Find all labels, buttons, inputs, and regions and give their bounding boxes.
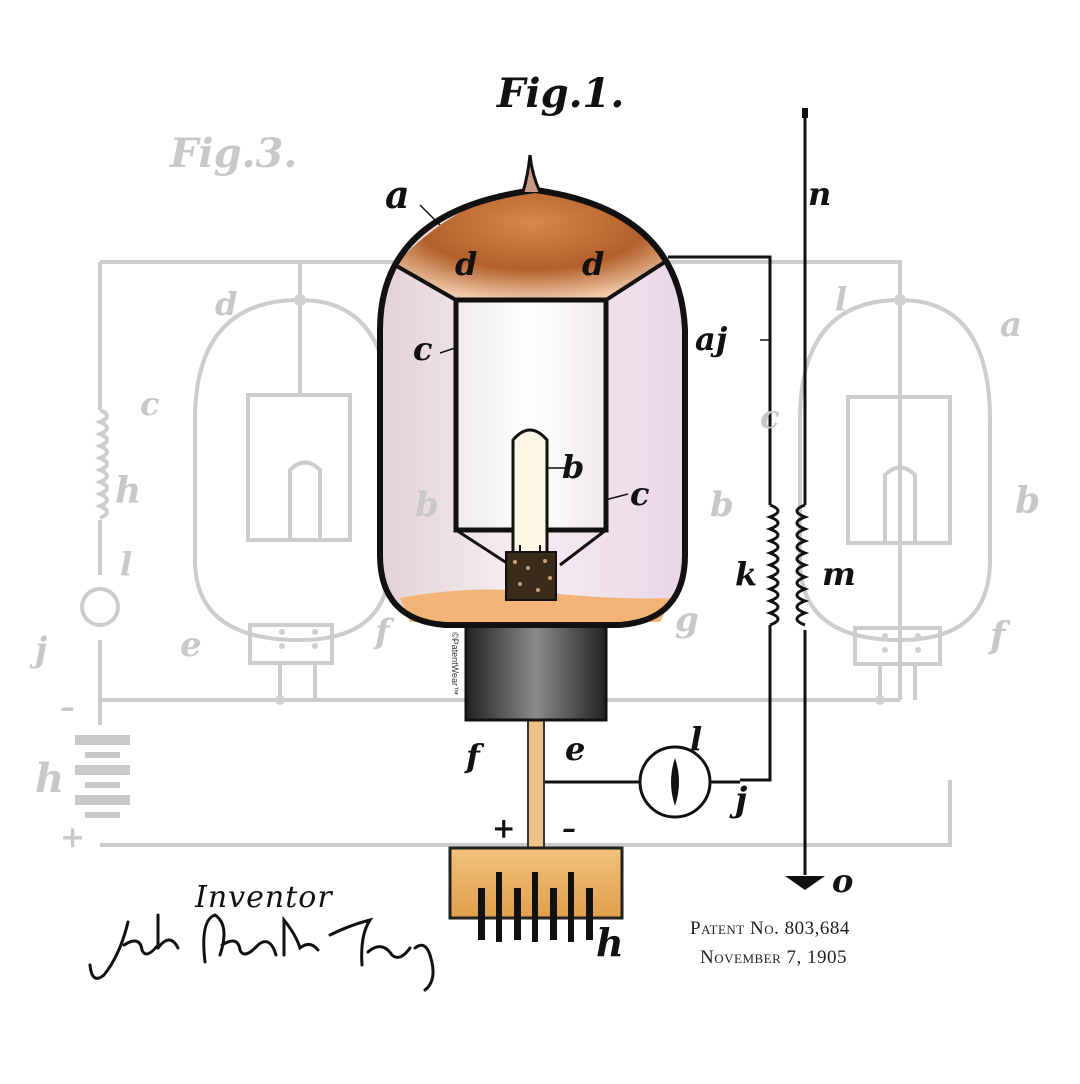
fig3-label-c-right: c bbox=[760, 398, 780, 436]
aerial-top bbox=[802, 108, 808, 118]
fig3-label-c: c bbox=[140, 385, 160, 423]
label-minus: – bbox=[562, 812, 576, 845]
fig3-label-l-left: l bbox=[120, 545, 133, 583]
inventor-signature bbox=[88, 913, 435, 992]
ground-symbol bbox=[785, 876, 825, 890]
fig3-label-f-left: f bbox=[375, 612, 390, 652]
label-c-left: c bbox=[413, 330, 433, 368]
label-n: n bbox=[808, 175, 832, 213]
label-h: h bbox=[596, 920, 624, 965]
label-plus: + bbox=[492, 812, 516, 845]
patent-date: November 7, 1905 bbox=[700, 947, 848, 968]
fig3-label-plus: + bbox=[60, 820, 86, 855]
label-b: b bbox=[562, 448, 585, 486]
fig3-label-d: d bbox=[215, 285, 238, 323]
label-k: k bbox=[735, 555, 758, 593]
lamp-base bbox=[464, 618, 608, 722]
fig1-circuit bbox=[538, 110, 810, 875]
patent-number: Patent No. 803,684 bbox=[690, 918, 850, 939]
label-a: a bbox=[385, 172, 410, 217]
galvanometer-needle bbox=[671, 758, 679, 806]
fig3-label-b-right: b bbox=[1015, 480, 1041, 522]
label-d-left: d bbox=[455, 245, 478, 283]
fig3-label-minus: – bbox=[60, 690, 75, 725]
label-f: f bbox=[466, 737, 480, 775]
fig3-bulb-dots bbox=[275, 294, 921, 705]
label-aj: aj bbox=[695, 320, 728, 358]
label-l: l bbox=[690, 720, 703, 758]
fig1-title: Fig.1. bbox=[497, 70, 625, 117]
fig3-label-b-left: b bbox=[415, 485, 439, 525]
fig3-label-a: a bbox=[1000, 305, 1023, 345]
fig3-label-h-battery: h bbox=[35, 755, 65, 802]
label-o: o bbox=[832, 862, 854, 900]
fig3-battery bbox=[75, 735, 130, 818]
fig3-label-j: j bbox=[35, 630, 48, 670]
battery bbox=[448, 714, 624, 942]
fig3-label-h: h bbox=[115, 470, 142, 512]
fig3-label-m: m bbox=[822, 555, 856, 593]
fig3-label-l-right: l bbox=[835, 280, 848, 318]
fig3-label-e: e bbox=[180, 625, 202, 665]
fig3-label-f-right: f bbox=[990, 615, 1006, 657]
fig3-label-b-mid: b bbox=[710, 485, 734, 525]
label-c-right: c bbox=[630, 475, 650, 513]
label-g: g bbox=[675, 600, 699, 640]
copyright-mark: ©PatentWear™ bbox=[450, 632, 460, 695]
label-e: e bbox=[565, 730, 586, 768]
vacuum-bulb bbox=[377, 154, 688, 628]
label-j: j bbox=[735, 780, 748, 820]
label-d-right: d bbox=[582, 245, 605, 283]
leader-lines bbox=[419, 204, 770, 501]
inventor-title: Inventor bbox=[195, 880, 333, 915]
fig3-title: Fig.3. bbox=[170, 130, 298, 177]
